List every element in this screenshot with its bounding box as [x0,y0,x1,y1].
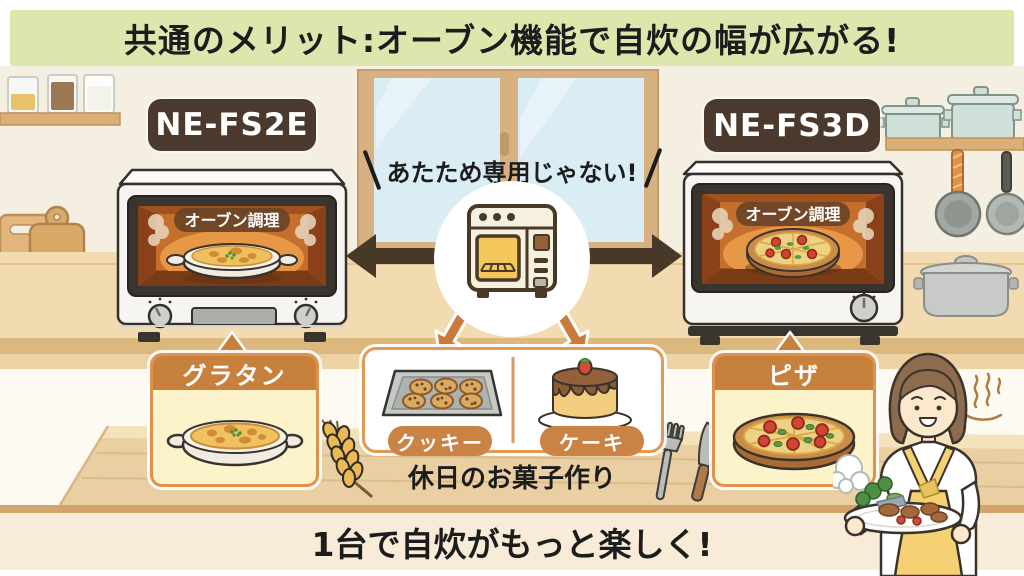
oven-label-pill [174,208,290,232]
pizza-illustration [732,412,856,471]
steam-puff-icon [833,454,870,494]
sweets-card-divider [511,357,515,443]
cookie-tray-illustration [381,369,503,417]
oven-left-window-label: オーブン調理 [184,211,279,230]
pizza-card-body [715,390,873,484]
stock-pot [913,255,1019,317]
gratin-card-header: グラタン [153,356,316,390]
oven-left-controls [147,297,319,329]
cake-illustration [538,358,632,431]
oven-icon [467,204,557,298]
sweets-caption: 休日のお菓子作り [407,463,616,494]
right-hand [950,523,972,545]
model-name-left: NE-FS2E [155,107,309,143]
arrow-right-icon [570,234,682,278]
gratin-illustration [166,420,303,467]
gratin-card-body [153,390,316,484]
pizza-card-header: ピザ [715,356,873,390]
cake-pill-label: ケーキ [540,426,644,456]
oven-label-pill [736,202,850,226]
counter-edge [0,338,1024,354]
oven-left-display [191,307,277,326]
steam-wisp [148,214,316,246]
fork-icon [655,421,685,501]
footer-message: 1台で自炊がもっと楽しく! [311,524,713,564]
oven-right-controls [849,292,879,323]
oven-rack-icon [480,263,516,272]
oven-icon-window [475,234,521,282]
arrow-left-icon [346,234,682,278]
header-banner: 共通のメリット:オーブン機能で自炊の幅が広がる! [10,10,1014,66]
header-title: 共通のメリット:オーブン機能で自炊の幅が広がる! [123,21,901,60]
oven-left-illustration: オーブン調理 [116,168,348,342]
dinner-plate [843,476,963,535]
woman-illustration [833,352,1003,576]
wheat-icon [321,419,374,499]
hanging-pans [934,149,1024,238]
left-shelf-jars [0,74,121,126]
cookie-pill-label: クッキー [388,426,492,456]
sweets-card [362,347,664,453]
model-label-ne-fs3d: NE-FS3D [704,99,880,152]
oven-right-window-label: オーブン調理 [745,205,840,224]
model-name-right: NE-FS3D [713,107,871,144]
gratin-card: グラタン [150,353,319,487]
footer-banner: 1台で自炊がもっと楽しく! [0,505,1024,570]
heat-steam-icon [961,372,1003,421]
oven-right-interior: オーブン調理 [702,194,884,284]
oven-left-interior: オーブン調理 [138,206,326,286]
cutlery-icon [655,421,717,502]
gratin-in-oven [166,243,298,284]
pizza-in-oven [745,228,841,278]
steam-wisp [712,208,874,240]
left-hand [844,515,866,537]
model-label-ne-fs2e: NE-FS2E [148,99,316,151]
oven-right-illustration: オーブン調理 [682,160,904,345]
face [897,368,959,439]
